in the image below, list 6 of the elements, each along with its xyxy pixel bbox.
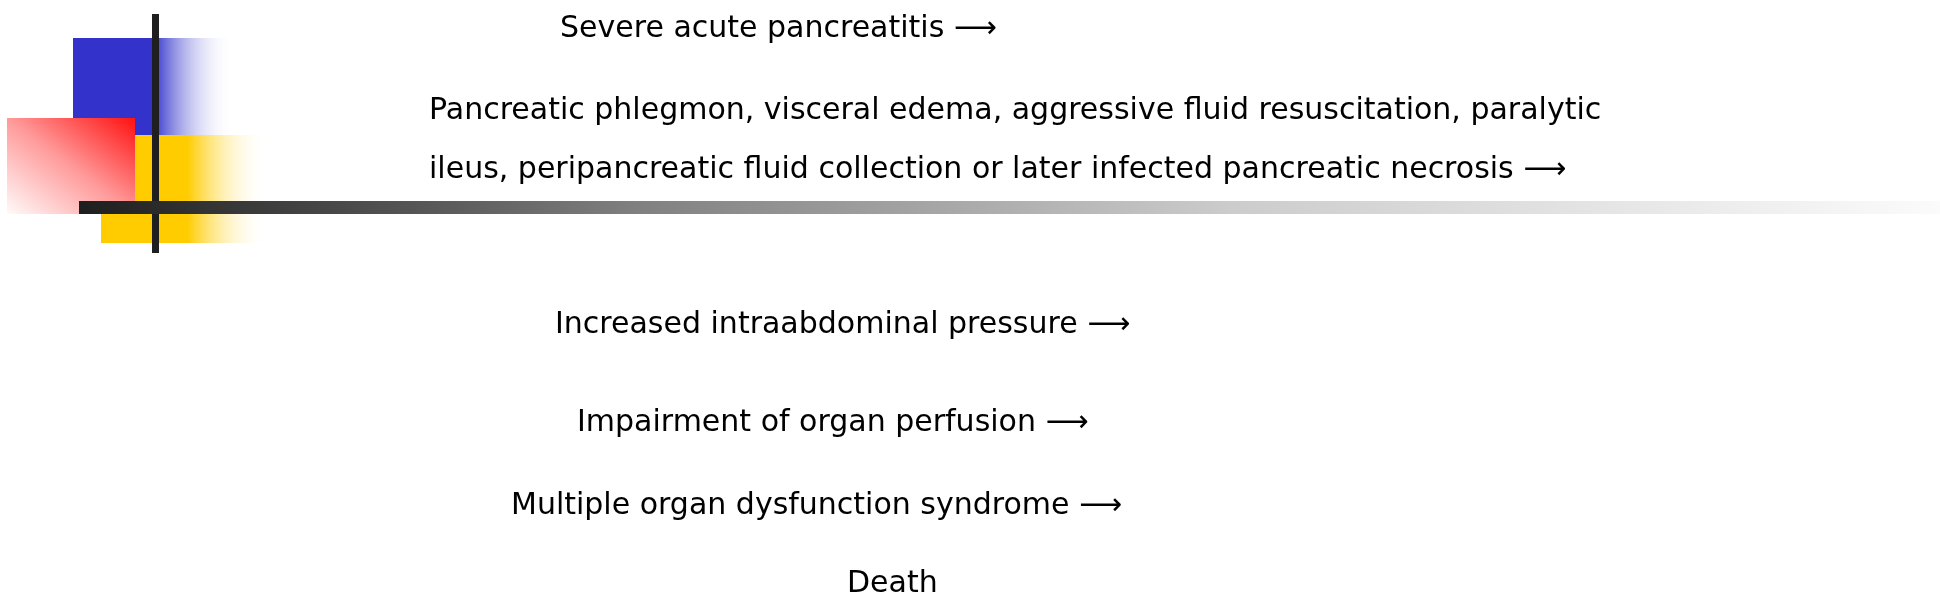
flow-step-text: Increased intraabdominal pressure ⟶ xyxy=(555,304,1131,342)
flow-step-text: Impairment of organ perfusion ⟶ xyxy=(577,402,1089,440)
flow-step-text: Death xyxy=(847,563,938,601)
flow-step-text: Multiple organ dysfunction syndrome ⟶ xyxy=(511,485,1123,523)
flow-step-text: Pancreatic phlegmon, visceral edema, aggressive fluid resuscitation, paralytic ileus, peripancreatic fluid collection or later infected pancreatic necrosis ⟶ xyxy=(429,90,1603,187)
flow-step-text: Severe acute pancreatitis ⟶ xyxy=(560,8,997,46)
